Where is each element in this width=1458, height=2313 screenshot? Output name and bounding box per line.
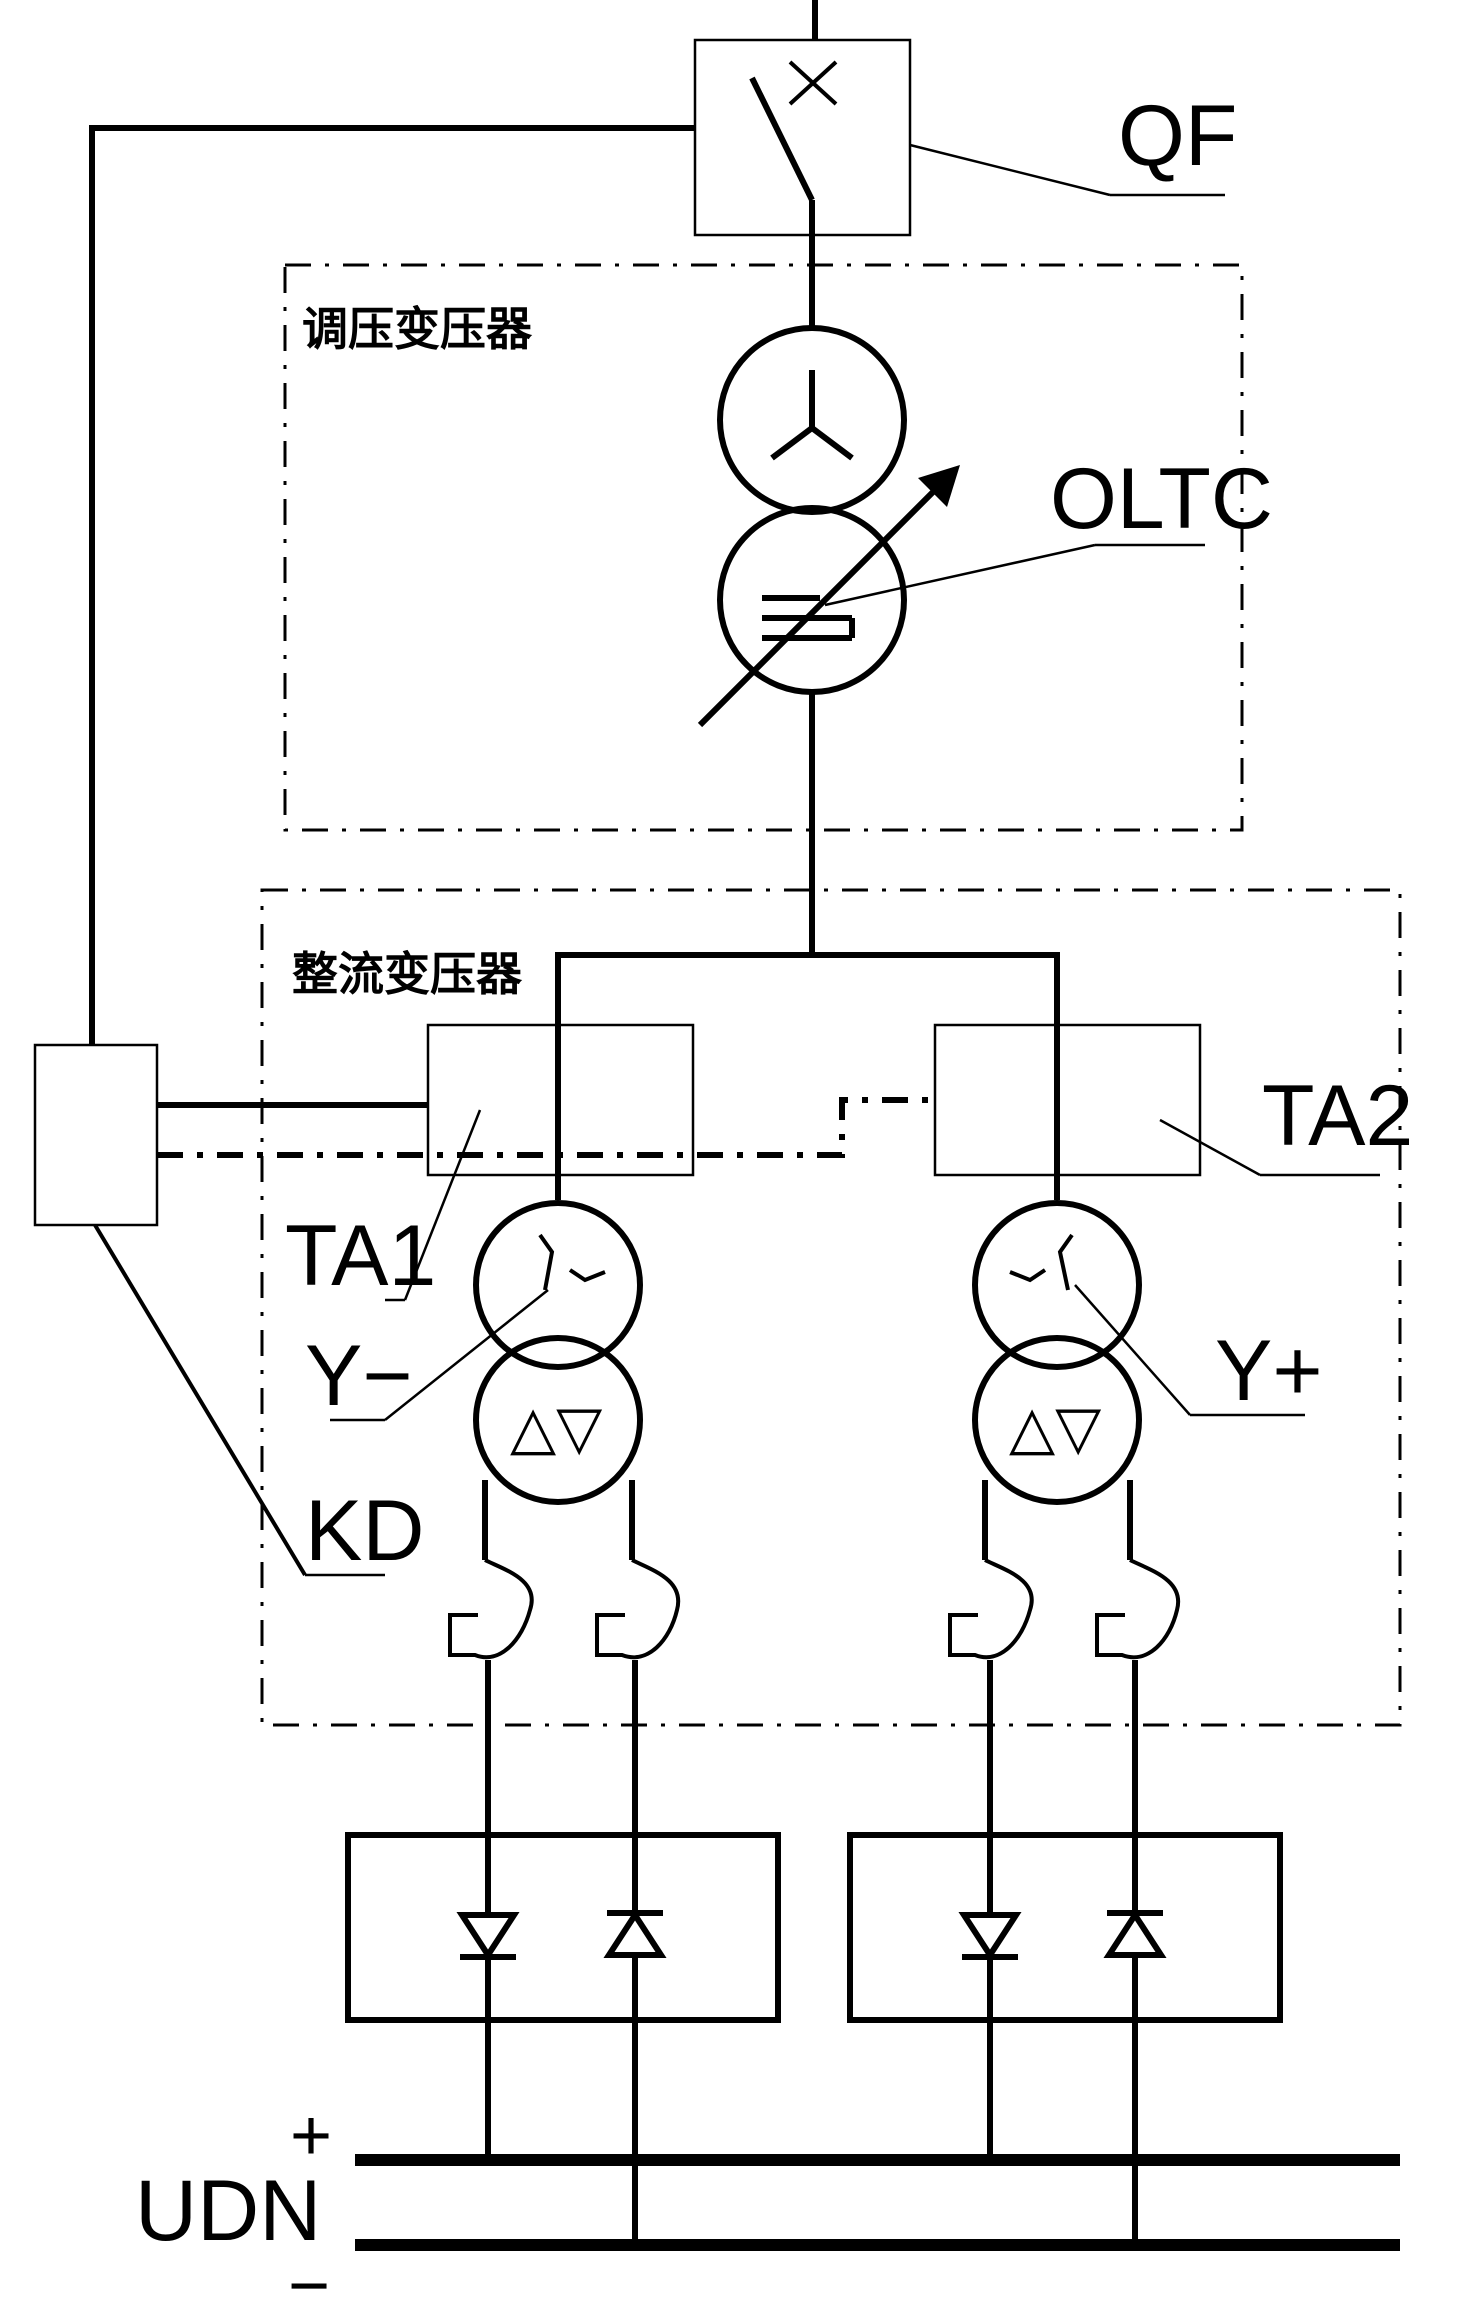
positive-sign: + <box>290 2096 332 2176</box>
udn-label: UDN <box>135 2163 321 2259</box>
ta1-label: TA1 <box>285 1208 436 1304</box>
y-minus-label: Y− <box>305 1328 413 1424</box>
rectifier-transformer-label: 整流变压器 <box>292 947 523 1001</box>
current-transformer-ta2 <box>935 1025 1200 1175</box>
wye-minus-winding-icon <box>540 1235 605 1290</box>
delta-winding-symbols-right: △▽ <box>1009 1393 1101 1463</box>
rectifier-bridge-right <box>850 1835 1280 2020</box>
wye-winding-icon <box>772 370 852 458</box>
rectifier-transformer-left-icon: △▽ <box>476 1175 640 1502</box>
y-plus-label: Y+ <box>1215 1323 1323 1419</box>
regulating-transformer-icon <box>700 328 960 725</box>
variable-tap-arrow-icon <box>700 465 960 725</box>
reactor-group-right <box>950 1480 1178 1657</box>
diode-icon <box>460 1915 516 1957</box>
rectifier-transformer-right-icon: △▽ <box>975 1175 1139 1502</box>
diode-icon <box>607 1913 663 1955</box>
reactor-group-left <box>450 1480 678 1657</box>
delta-winding-symbols-left: △▽ <box>510 1393 602 1463</box>
kd-label: KD <box>305 1483 424 1579</box>
wye-plus-winding-icon <box>1010 1235 1072 1290</box>
diode-icon <box>1107 1913 1163 1955</box>
diode-icon <box>962 1915 1018 1957</box>
rectifier-transformer-boundary <box>262 890 1400 1725</box>
negative-sign: − <box>288 2246 330 2313</box>
regulating-transformer-label: 调压变压器 <box>302 302 533 356</box>
ta2-label: TA2 <box>1262 1068 1413 1164</box>
oltc-label: OLTC <box>1050 451 1273 547</box>
circuit-breaker-qf <box>695 0 910 235</box>
rectifier-bridge-left <box>348 1835 778 2020</box>
qf-label: QF <box>1118 88 1237 184</box>
relay-protection-box-kd <box>35 1045 157 1225</box>
